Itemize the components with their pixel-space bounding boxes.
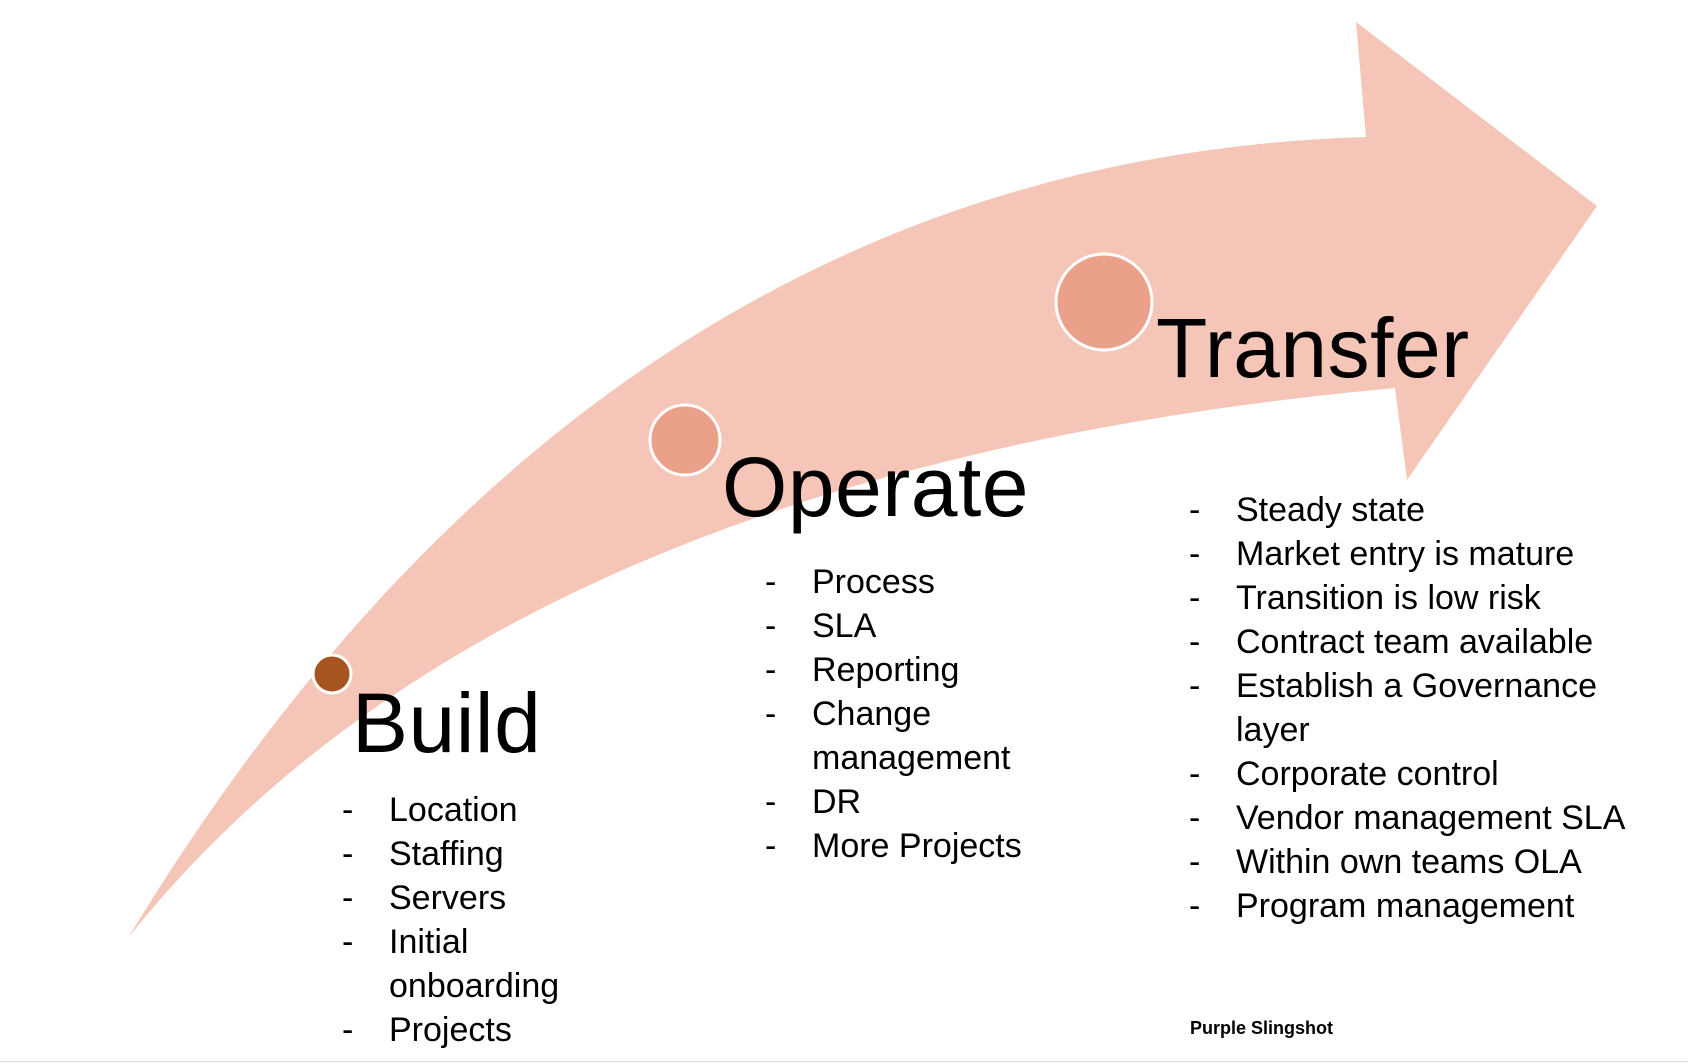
operate-milestone-dot: [648, 403, 722, 477]
list-item: Program management: [1189, 884, 1679, 928]
operate-title: Operate: [722, 440, 1030, 534]
transfer-milestone-dot: [1054, 252, 1154, 352]
slide-bottom-divider: [0, 1061, 1688, 1062]
list-item: Steady state: [1189, 488, 1679, 532]
operate-list: Process SLA Reporting Change management …: [765, 560, 1065, 868]
list-item: Location: [342, 788, 622, 832]
transfer-title: Transfer: [1156, 301, 1470, 395]
list-item: Change management: [765, 692, 1065, 780]
list-item: Process: [765, 560, 1065, 604]
list-item: Servers: [342, 876, 622, 920]
list-item: Corporate control: [1189, 752, 1679, 796]
build-milestone-dot: [311, 653, 353, 695]
brand-footer: Purple Slingshot: [1190, 1018, 1334, 1038]
list-item: Reporting: [765, 648, 1065, 692]
list-item: Within own teams OLA: [1189, 840, 1679, 884]
list-item: Establish a Governance layer: [1189, 664, 1679, 752]
curved-arrow-shape: [128, 22, 1597, 938]
list-item: Staffing: [342, 832, 622, 876]
list-item: Contract team available: [1189, 620, 1679, 664]
list-item: More Projects: [765, 824, 1065, 868]
list-item: DR: [765, 780, 1065, 824]
list-item: SLA: [765, 604, 1065, 648]
build-list: Location Staffing Servers Initial onboar…: [342, 788, 622, 1052]
list-item: Initial onboarding: [342, 920, 622, 1008]
transfer-list: Steady state Market entry is mature Tran…: [1189, 488, 1679, 928]
list-item: Projects: [342, 1008, 622, 1052]
build-title: Build: [352, 676, 542, 770]
list-item: Market entry is mature: [1189, 532, 1679, 576]
list-item: Transition is low risk: [1189, 576, 1679, 620]
list-item: Vendor management SLA: [1189, 796, 1679, 840]
